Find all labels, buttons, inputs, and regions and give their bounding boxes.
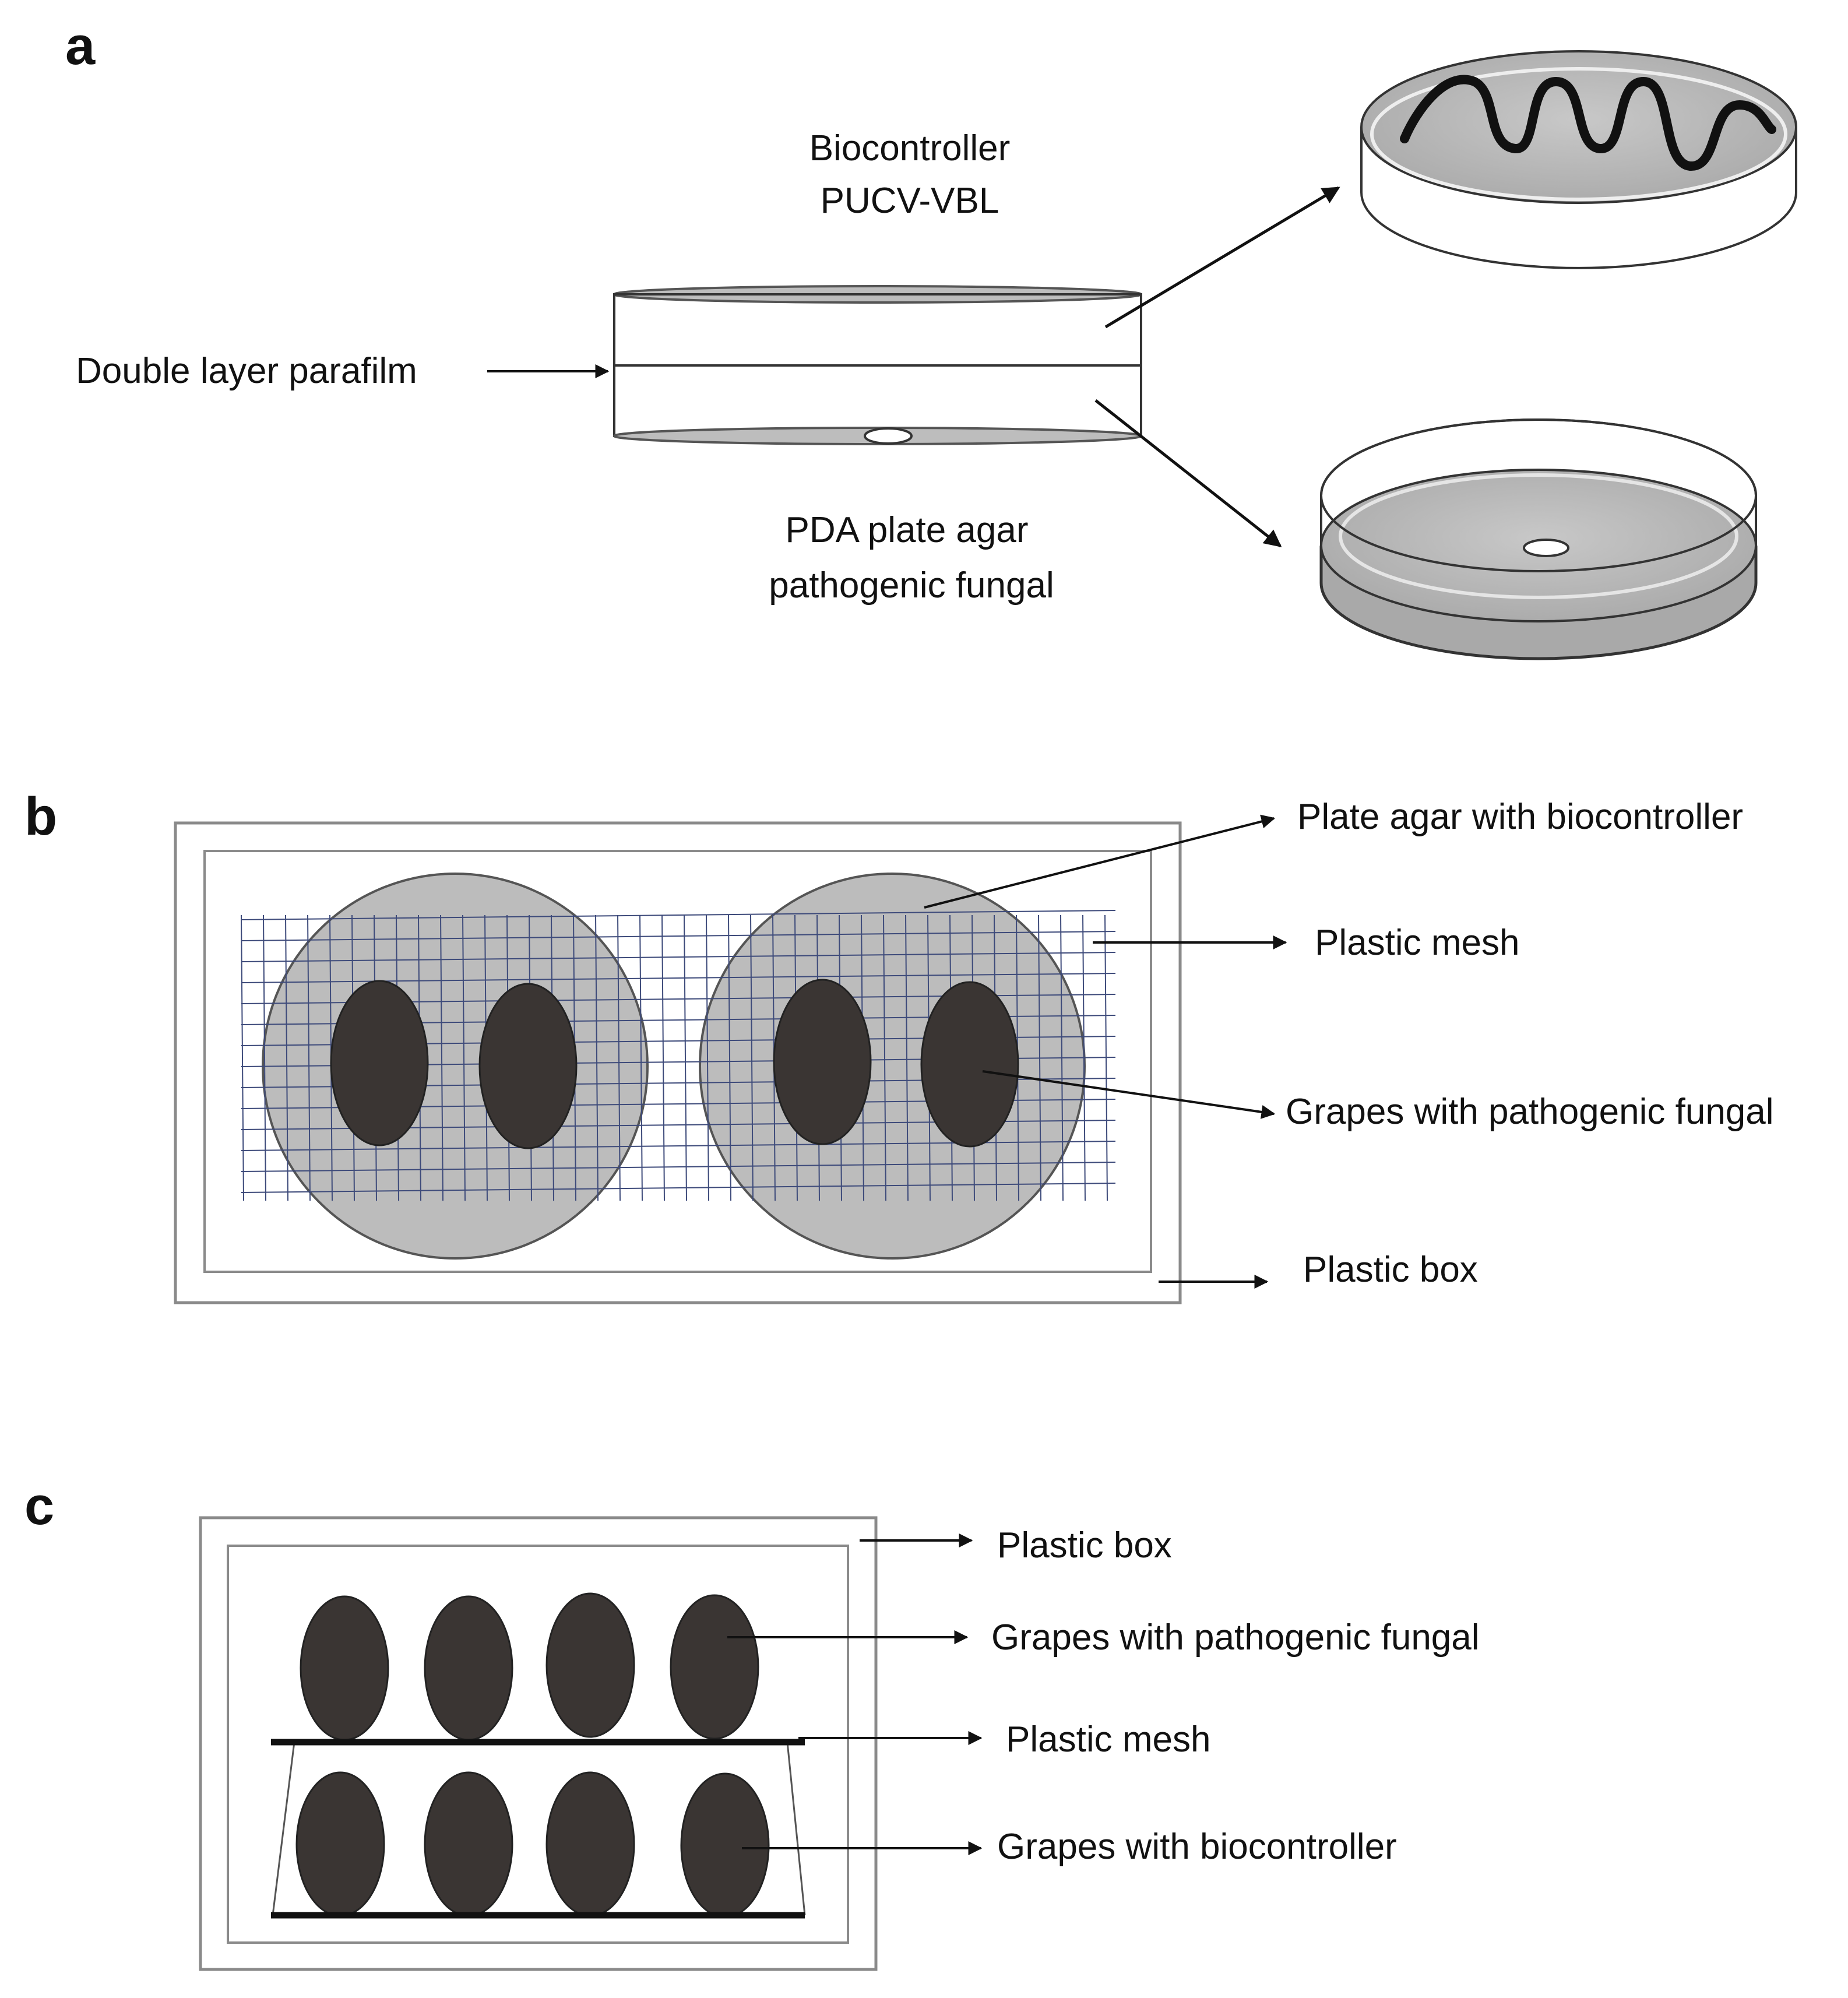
- mesh-line: [462, 914, 466, 1201]
- mesh-support-right: [786, 1742, 806, 1916]
- grape: [300, 1595, 389, 1741]
- grape: [545, 1592, 635, 1738]
- grapes-label-arrow: [982, 1070, 1276, 1119]
- inoculated-petri-dish-icon: [1319, 418, 1758, 660]
- panel-b-letter: b: [24, 787, 57, 846]
- plastic-box-label: Plastic box: [1303, 1250, 1478, 1290]
- arrow-to-biocontroller-dish: [1104, 186, 1340, 329]
- mesh-line: [241, 952, 1116, 962]
- mesh-line: [684, 914, 687, 1201]
- agar-plate-right: [699, 873, 1086, 1260]
- mesh-line: [706, 914, 709, 1201]
- mesh-line: [883, 914, 886, 1201]
- grape: [330, 980, 429, 1146]
- biocontroller-label: Biocontroller: [809, 128, 1011, 168]
- grape: [545, 1771, 635, 1917]
- mesh-line: [241, 1183, 1116, 1193]
- panel-b: b Plate agar with biocontroller Plastic …: [24, 787, 1774, 1304]
- mesh-support-left: [272, 1742, 295, 1916]
- panel-c: c Plastic box Grapes with pathogenic fun…: [24, 1476, 1480, 1971]
- grape: [295, 1771, 385, 1917]
- plate-agar-label: Plate agar with biocontroller: [1297, 797, 1743, 837]
- mesh-line: [241, 910, 1116, 920]
- grape: [773, 979, 872, 1145]
- mesh-line: [241, 914, 244, 1201]
- panel-a-letter: a: [65, 16, 96, 76]
- mesh-line: [307, 914, 311, 1201]
- mesh-line: [639, 914, 643, 1201]
- panel-c-letter: c: [24, 1476, 54, 1536]
- grape: [680, 1772, 770, 1918]
- panel-a: a Biocontroller PUCV-VBL Double layer pa…: [65, 16, 1797, 660]
- streaked-petri-dish-icon: [1360, 50, 1797, 269]
- plastic-box-inner: [227, 1545, 849, 1944]
- grape: [424, 1595, 513, 1741]
- mesh-line: [617, 914, 621, 1201]
- mesh-line: [595, 914, 599, 1201]
- biocontroller-strain-label: PUCV-VBL: [821, 181, 999, 221]
- mesh-line: [728, 914, 731, 1201]
- grape: [478, 983, 578, 1149]
- plastic-box-label: Plastic box: [997, 1525, 1172, 1566]
- plate-label-arrow: [924, 814, 1276, 909]
- combined-plate-assembly: [613, 285, 1142, 445]
- mesh-line: [263, 914, 266, 1201]
- grape: [670, 1594, 759, 1740]
- plastic-mesh-label: Plastic mesh: [1315, 923, 1519, 963]
- infected-grapes-label: Grapes with pathogenic fungal: [991, 1617, 1480, 1658]
- mesh-line: [285, 914, 288, 1201]
- mesh-line: [241, 1162, 1116, 1172]
- pda-plate-label: PDA plate agar: [785, 510, 1028, 550]
- pda-pathogen-label: pathogenic fungal: [769, 565, 1054, 606]
- mesh-line: [905, 914, 909, 1201]
- mesh-line: [750, 914, 754, 1201]
- plastic-box-inner: [203, 850, 1152, 1273]
- fungal-plug-top: [1523, 539, 1569, 557]
- grape: [920, 981, 1019, 1148]
- grape: [424, 1771, 513, 1917]
- mesh-line: [241, 931, 1116, 941]
- fungal-plug-side: [864, 427, 913, 445]
- treated-grapes-label: Grapes with biocontroller: [997, 1827, 1397, 1867]
- mesh-line: [661, 914, 665, 1201]
- plastic-mesh-label: Plastic mesh: [1006, 1719, 1210, 1760]
- arrow-to-pda-dish: [1094, 399, 1282, 547]
- parafilm-label: Double layer parafilm: [76, 351, 417, 391]
- mesh-line: [440, 914, 443, 1201]
- infected-grapes-label: Grapes with pathogenic fungal: [1286, 1092, 1774, 1132]
